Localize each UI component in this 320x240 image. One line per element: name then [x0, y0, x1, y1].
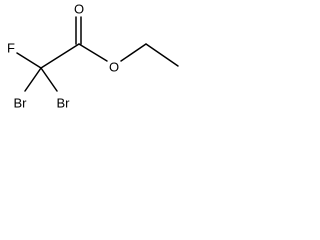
bond-cbr2f-carbonyl — [40, 43, 80, 69]
bonds — [16, 16, 179, 92]
bond-carbon-bromine-left — [24, 67, 42, 92]
atom-label-carbonyl-oxygen: O — [74, 2, 84, 17]
atom-labels: F O O Br Br — [7, 2, 119, 111]
atom-label-ester-oxygen: O — [109, 60, 119, 75]
structure-diagram: F O O Br Br — [7, 2, 179, 111]
bond-carbonyl-ester-oxygen — [78, 43, 108, 62]
atom-label-bromine-right: Br — [57, 96, 71, 111]
bond-ch2-ch3 — [145, 43, 179, 67]
atom-label-fluorine: F — [7, 41, 15, 56]
bond-ester-oxygen-ch2 — [120, 43, 147, 62]
bond-carbon-fluorine — [16, 52, 42, 69]
atom-label-bromine-left: Br — [14, 96, 28, 111]
bond-carbon-bromine-right — [40, 67, 58, 92]
